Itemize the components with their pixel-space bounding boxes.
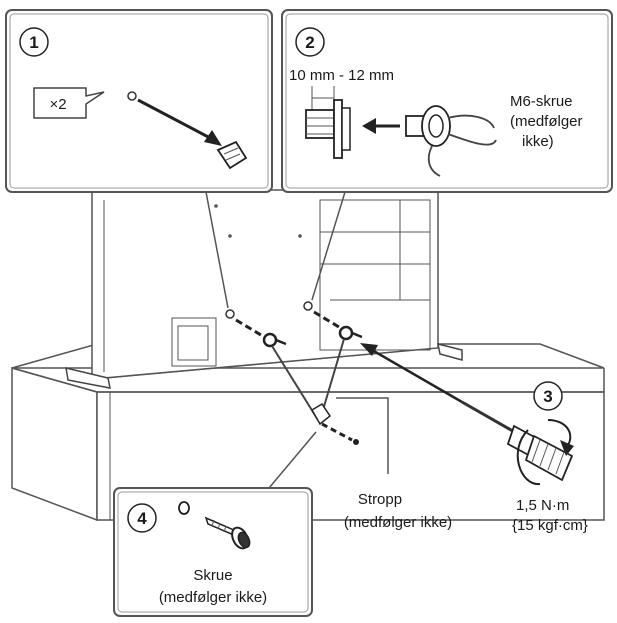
screw-label-line-1: Skrue (193, 567, 232, 584)
mounting-hole-left (225, 309, 235, 319)
depth-dimension-label: 10 mm - 12 mm (289, 67, 394, 84)
table-side-left (11, 367, 98, 522)
step-4-number-circle (127, 503, 157, 533)
step-3-number-circle (533, 381, 563, 411)
step-3-number: 3 (543, 387, 552, 406)
screw-label-line-2: (medfølger ikke) (159, 589, 267, 606)
eye-bolt-right (338, 325, 363, 341)
step-1-number: 1 (29, 33, 38, 52)
wood-screw-icon (204, 516, 251, 550)
rotation-arrow-icon (516, 419, 574, 486)
quantity-badge-text: ×2 (49, 96, 66, 113)
mounting-hole (127, 91, 137, 101)
step-4-panel: 4 Skrue (medfølger ikke) (113, 487, 313, 617)
strap-label-line-1: Stropp (358, 491, 402, 508)
mounting-hole-right (303, 301, 313, 311)
step-1-number-circle (19, 27, 49, 57)
strap-label-line-2: (medfølger ikke) (344, 514, 452, 531)
step-2-panel: 2 10 mm - 12 mm M6-skrue (medfølger ikke… (281, 9, 613, 193)
quantity-badge (33, 87, 105, 119)
step-4-leader-line (263, 431, 317, 495)
step-1-panel: 1 ×2 (5, 9, 273, 193)
screw-icon (216, 140, 248, 170)
stand-foot-right (437, 342, 463, 361)
m6-screw-label-line-2: (medfølger (510, 113, 583, 130)
m6-screw-label-line-1: M6-skrue (510, 93, 573, 110)
m6-screw-label-line-3: ikke) (522, 133, 554, 150)
step-1-leader-line (205, 191, 229, 309)
strap-leader-line (336, 397, 389, 474)
torque-value: 1,5 N·m (516, 497, 569, 514)
torque-value-alt: {15 kgf·cm} (512, 517, 588, 534)
washer-icon (178, 501, 190, 515)
eye-bolt-left (262, 332, 287, 348)
screwdriver-icon (461, 400, 574, 482)
step-2-number: 2 (305, 33, 314, 52)
m6-screw-icon (405, 105, 497, 177)
step-2-number-circle (295, 27, 325, 57)
step-4-number: 4 (137, 509, 147, 528)
stand-foot-left (65, 367, 111, 389)
strap (271, 338, 345, 426)
step-2-leader-line (311, 191, 346, 301)
